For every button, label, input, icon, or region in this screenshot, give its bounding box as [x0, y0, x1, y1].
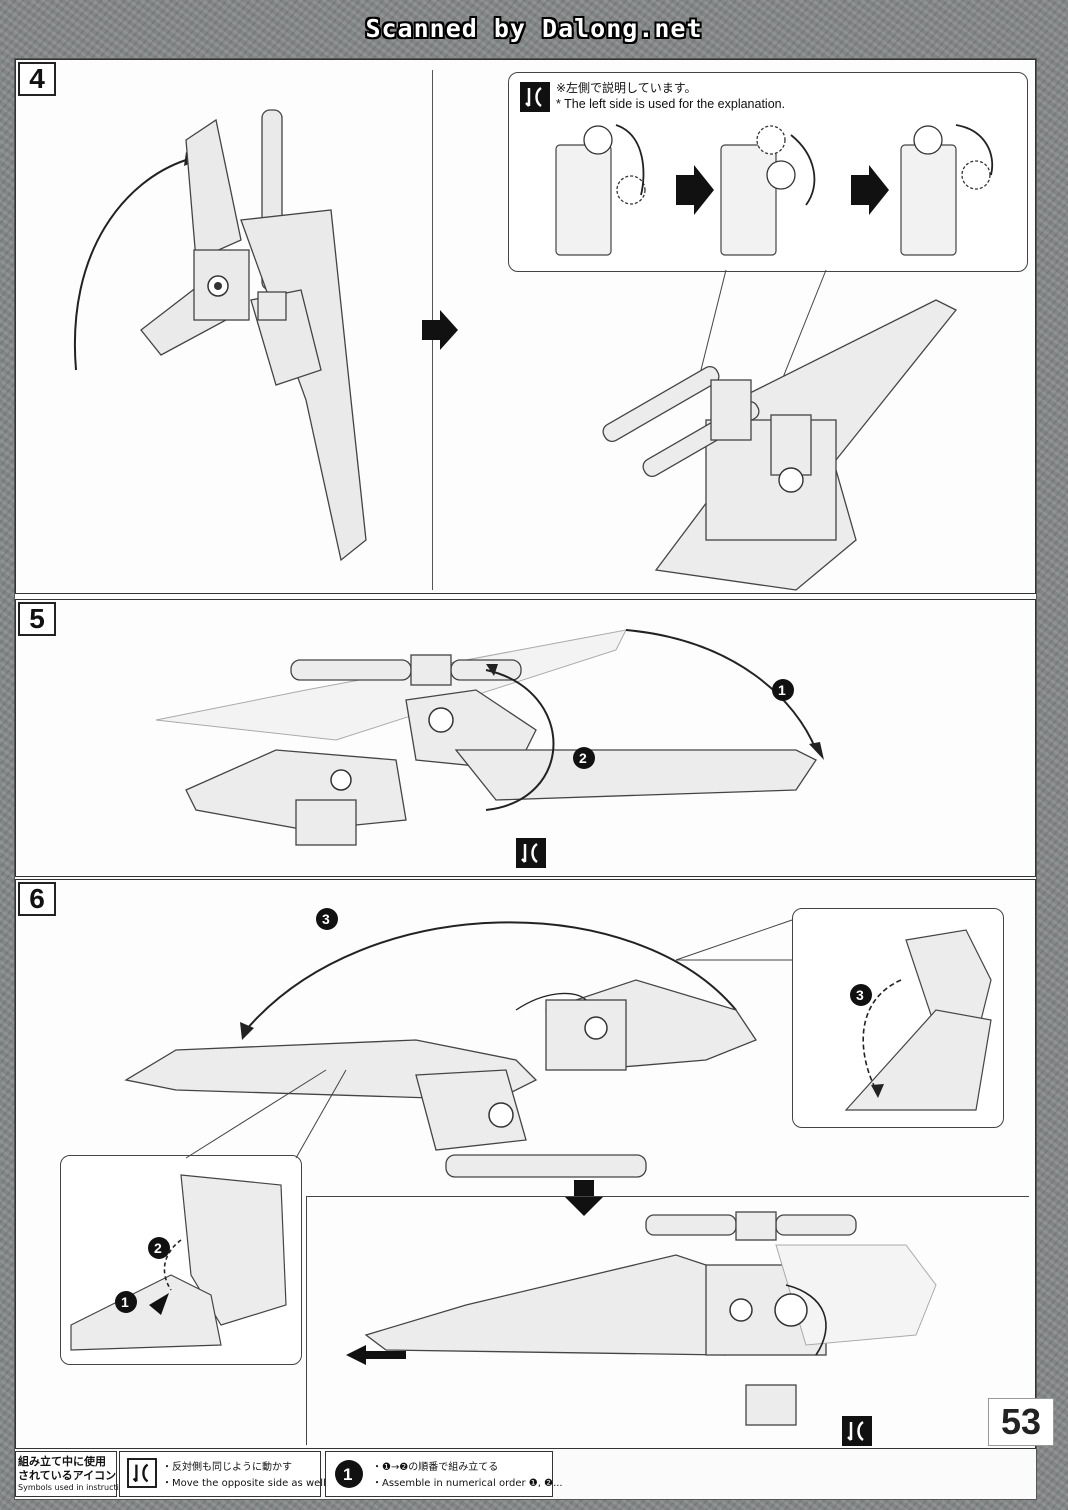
legend-opposite-box: ・反対側も同じように動かす ・Move the opposite side as…: [119, 1451, 329, 1497]
step-4-wing-figure: [73, 109, 367, 562]
icon-legend: 組み立て中に使用 されているアイコン Symbols used in instr…: [15, 1449, 1036, 1499]
step-6-callout-left-figure: 2 1: [70, 1174, 287, 1351]
badge-1: 1: [778, 682, 786, 698]
legend-order-en: ・Assemble in numerical order ❶, ❷...: [372, 1478, 563, 1489]
badge-2: 2: [579, 750, 587, 766]
numbered-order-icon: 1: [335, 1460, 363, 1488]
step-4-panel: 4: [15, 59, 1036, 594]
legend-opposite-jp: ・反対側も同じように動かす: [162, 1462, 292, 1473]
badge-3: 3: [322, 911, 330, 927]
opposite-side-icon: [516, 838, 546, 868]
step-6-result-panel: [306, 1196, 1029, 1445]
step-4-deployed-figure: [602, 299, 958, 591]
step-4-flow-arrow: [422, 310, 458, 350]
callout-right-leader: [675, 919, 793, 961]
order-icon-number: 1: [343, 1465, 352, 1484]
step-number: 6: [18, 882, 56, 916]
legend-order-jp: ・❶→❷の順番で組み立てる: [372, 1462, 499, 1473]
page-number: 53: [988, 1398, 1054, 1446]
watermark: Scanned by Dalong.net: [365, 14, 703, 43]
legend-title-jp-1: 組み立て中に使用: [18, 1455, 106, 1468]
step-6-result-figure: [346, 1211, 937, 1426]
callout-left-leader: [185, 1069, 347, 1159]
step-5-figure: 1 2: [155, 629, 824, 846]
step-4-callout-sequence: [555, 124, 994, 256]
step-6-down-arrow: [564, 1180, 604, 1216]
instruction-page: 4: [14, 58, 1037, 1500]
badge-3: 3: [856, 987, 864, 1003]
opposite-side-icon: [520, 82, 550, 112]
legend-order-box: 1 ・❶→❷の順番で組み立てる ・Assemble in numerical o…: [325, 1451, 563, 1497]
step-4-note: ※左側で説明しています。 * The left side is used for…: [556, 80, 785, 111]
step-6-figure-top: 3: [124, 908, 757, 1178]
step-number: 5: [18, 602, 56, 636]
step-6-callout-right-figure: 3: [844, 929, 992, 1111]
opposite-side-icon: [842, 1416, 872, 1446]
badge-2: 2: [154, 1240, 162, 1256]
opposite-side-icon: [127, 1458, 157, 1488]
step-5-panel: 5 1 2: [15, 599, 1036, 877]
legend-opposite-en: ・Move the opposite side as well.: [162, 1478, 330, 1489]
legend-title-en: Symbols used in instructions: [18, 1483, 133, 1492]
legend-title-box: 組み立て中に使用 されているアイコン Symbols used in instr…: [15, 1451, 133, 1497]
legend-title-jp-2: されているアイコン: [18, 1469, 117, 1482]
note-english: * The left side is used for the explanat…: [556, 97, 785, 111]
step-6-panel: 6 3: [15, 879, 1036, 1449]
step-number: 4: [18, 62, 56, 96]
note-japanese: ※左側で説明しています。: [556, 80, 697, 95]
badge-1: 1: [121, 1294, 129, 1310]
